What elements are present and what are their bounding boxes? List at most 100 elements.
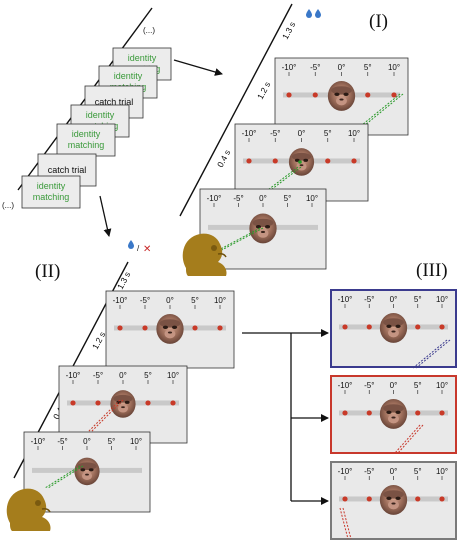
face-nose xyxy=(339,98,344,101)
panel-ii-label: (II) xyxy=(35,261,60,282)
face-eye-right xyxy=(88,468,94,472)
target-dot xyxy=(145,400,151,406)
face-nose xyxy=(299,164,304,167)
target-dot xyxy=(217,325,223,331)
tick-label: -10° xyxy=(338,295,353,304)
tick-label: 5° xyxy=(324,129,332,138)
tick-label: -5° xyxy=(140,296,150,305)
face-muzzle xyxy=(81,471,93,480)
tick-label: 5° xyxy=(414,381,422,390)
panel-i-time-t2: 1.2 s xyxy=(255,80,272,101)
panel-ii-screen-2: -10°-5°0°5°10° xyxy=(58,365,188,444)
target-dot xyxy=(439,496,445,502)
face-brow xyxy=(383,404,404,413)
panel-ii-screen-1: -10°-5°0°5°10° xyxy=(23,431,151,513)
card-background xyxy=(56,123,116,157)
card-text-line1: identity xyxy=(86,110,115,120)
monkey-mouth xyxy=(217,253,227,258)
face-head xyxy=(74,457,100,486)
face-muzzle xyxy=(388,500,399,510)
target-dot xyxy=(365,92,371,98)
tick-label: 0° xyxy=(390,467,398,476)
face-eye-left xyxy=(80,468,86,472)
face-muzzle xyxy=(336,96,347,106)
face-eye-right xyxy=(124,400,130,404)
panel-iii-label: (III) xyxy=(416,260,448,281)
tick-label: 0° xyxy=(298,129,306,138)
face-head xyxy=(379,485,408,515)
tick-label: -5° xyxy=(364,295,374,304)
outcome-separator: / xyxy=(137,244,140,253)
ellipsis-bottom: (...) xyxy=(2,201,14,210)
card-text: catch trial xyxy=(48,165,87,175)
tick-label: 10° xyxy=(130,437,142,446)
card-text-line1: identity xyxy=(114,71,143,81)
gaze-line xyxy=(90,399,124,433)
card-text: catch trial xyxy=(95,97,134,107)
gaze-line xyxy=(214,227,261,253)
trial-sequence: (...) (...) identitymatchingidentitymatc… xyxy=(2,7,172,210)
target-dot xyxy=(415,496,421,502)
target-dot xyxy=(342,410,348,416)
monkey-face xyxy=(110,390,136,418)
tick-label: 10° xyxy=(167,371,179,380)
face-muzzle xyxy=(388,414,399,424)
gaze-line xyxy=(397,424,424,454)
monkey-silhouette-icon xyxy=(6,488,51,531)
tick-label: -5° xyxy=(310,63,320,72)
tick-label: -5° xyxy=(233,194,243,203)
tick-label: 10° xyxy=(436,295,448,304)
face-brow xyxy=(383,490,404,499)
fixation-point xyxy=(298,160,302,164)
monkey-body xyxy=(182,233,227,276)
face-brow xyxy=(159,319,181,328)
target-dot xyxy=(286,92,292,98)
card-text-line1: identity xyxy=(37,181,66,191)
target-dot xyxy=(170,400,176,406)
panel-ii-screen-3: -10°-5°0°5°10° xyxy=(105,290,235,369)
tick-label: 10° xyxy=(348,129,360,138)
target-dot xyxy=(439,410,445,416)
panel-i-time-t1: 0.4 s xyxy=(215,148,232,169)
tick-label: 5° xyxy=(284,194,292,203)
face-nose xyxy=(391,416,396,419)
tick-label: 10° xyxy=(306,194,318,203)
face-nose xyxy=(260,230,266,233)
tick-label: 10° xyxy=(436,381,448,390)
tick-label: 5° xyxy=(414,467,422,476)
gaze-line xyxy=(415,339,451,369)
monkey-face xyxy=(156,314,184,344)
target-dot xyxy=(351,158,357,164)
face-eye-left xyxy=(334,92,340,96)
face-head xyxy=(379,399,408,429)
tick-label: -10° xyxy=(282,63,297,72)
panel-i-time-axis xyxy=(179,3,293,217)
face-eye-right xyxy=(395,496,401,500)
gaze-line xyxy=(364,93,404,126)
monkey-face xyxy=(379,313,408,343)
gaze-line xyxy=(394,424,421,454)
face-eye-right xyxy=(303,158,309,162)
panel-ii-time-t3: 1.3 s xyxy=(115,270,132,291)
target-dot xyxy=(70,400,76,406)
outcome-screen-gray: -10°-5°0°5°10° xyxy=(330,461,457,540)
tick-label: -10° xyxy=(31,437,46,446)
tick-label: 5° xyxy=(144,371,152,380)
gaze-line xyxy=(412,339,448,369)
face-eye-left xyxy=(162,325,169,329)
panel-i-screen-3: -10° -5° 0° 5° 10° xyxy=(274,57,409,136)
tick-label: 0° xyxy=(390,295,398,304)
face-nose xyxy=(167,331,173,334)
tick-label: -5° xyxy=(364,467,374,476)
target-dot xyxy=(192,325,198,331)
face-muzzle xyxy=(257,228,269,238)
target-dot xyxy=(117,325,123,331)
face-head xyxy=(379,313,408,343)
tick-label: -10° xyxy=(338,381,353,390)
outcome-screen-blue: -10°-5°0°5°10° xyxy=(330,289,457,369)
face-nose xyxy=(85,473,89,476)
face-nose xyxy=(121,406,125,409)
face-head xyxy=(327,81,356,111)
target-dot xyxy=(366,496,372,502)
